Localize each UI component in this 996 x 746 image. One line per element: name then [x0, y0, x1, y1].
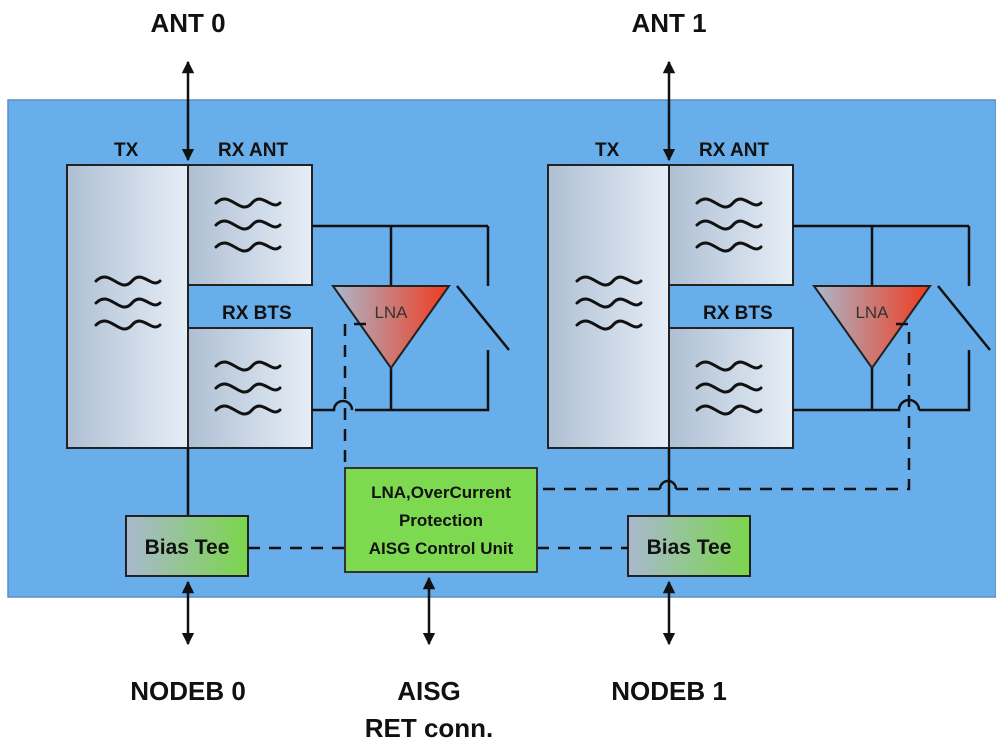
control-unit-line1: LNA,OverCurrent	[371, 483, 511, 502]
lna-amplifier-1	[812, 285, 932, 370]
rf-path-0: LNA Bias Tee TX RX ANT RX BTS	[66, 60, 510, 646]
control-unit: LNA,OverCurrent Protection AISG Control …	[248, 467, 628, 646]
aisg-label: AISG	[397, 676, 461, 706]
control-unit-box	[344, 467, 538, 573]
control-unit-line2: Protection	[399, 511, 483, 530]
bias-tee-label-0: Bias Tee	[145, 536, 230, 559]
tx-label-1: TX	[595, 140, 620, 161]
control-unit-line3: AISG Control Unit	[369, 539, 514, 558]
ant0-label: ANT 0	[150, 8, 225, 38]
rx-ant-label-1: RX ANT	[699, 140, 769, 161]
lna-label-1: LNA	[855, 303, 889, 322]
ant1-label: ANT 1	[631, 8, 706, 38]
bias-tee-0	[125, 515, 249, 577]
rx-bts-label-1: RX BTS	[703, 303, 773, 324]
bias-tee-label-1: Bias Tee	[647, 536, 732, 559]
rx-bts-label-0: RX BTS	[222, 303, 292, 324]
lna-label-0: LNA	[374, 303, 408, 322]
bias-tee-1	[627, 515, 751, 577]
nodeb0-label: NODEB 0	[130, 676, 246, 706]
tx-label-0: TX	[114, 140, 139, 161]
rx-ant-label-0: RX ANT	[218, 140, 288, 161]
rf-path-1: LNA Bias Tee TX RX ANT RX BTS	[537, 60, 991, 646]
lna-amplifier-0	[331, 285, 451, 370]
nodeb1-label: NODEB 1	[611, 676, 727, 706]
ret-conn-label: RET conn.	[365, 713, 494, 743]
